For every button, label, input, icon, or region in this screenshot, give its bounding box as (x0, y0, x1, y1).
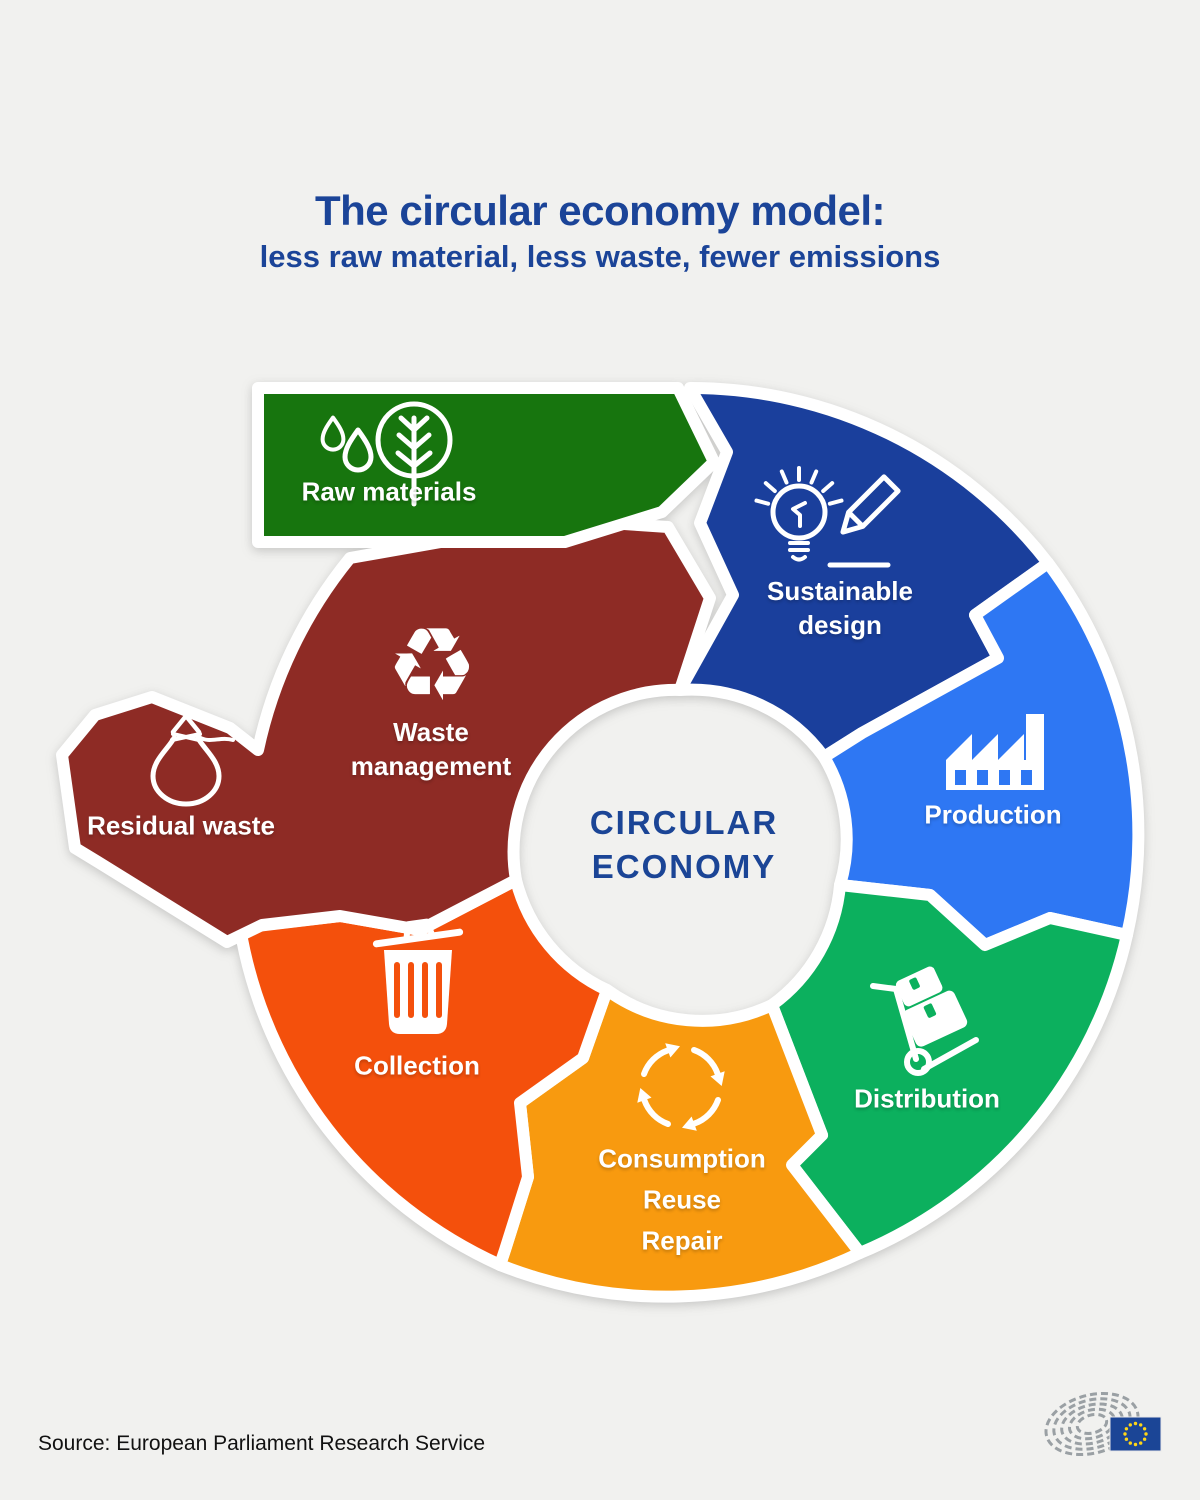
segment-waste-management-residual-waste (56, 514, 716, 948)
label-distribution: Distribution (854, 1083, 1000, 1114)
segment-distribution (766, 879, 1133, 1259)
title-line-1: The circular economy model: (315, 187, 886, 234)
eu-flag-icon (1109, 1416, 1162, 1452)
label-waste-management: Waste management (350, 717, 512, 781)
label-sustainable-design: Sustainable design (767, 576, 913, 640)
label-residual-waste: Residual waste (87, 810, 275, 841)
hand-truck-icon (870, 966, 979, 1076)
segment-raw-materials-banner (252, 382, 720, 548)
water-drops-and-tree-icon (323, 401, 453, 507)
label-consumption-reuse-repair: Consumption Reuse Repair (598, 1143, 766, 1256)
label-raw-materials: Raw materials (301, 476, 477, 507)
factory-icon (946, 714, 1044, 790)
title-line-2: less raw material, less waste, fewer emi… (259, 239, 941, 274)
label-production: Production (924, 799, 1062, 830)
center-label: CIRCULAR ECONOMY (589, 804, 779, 885)
trash-bin-icon (372, 918, 464, 1034)
label-collection: Collection (354, 1050, 480, 1081)
waste-bag-icon (150, 713, 235, 807)
segment-collection (234, 874, 613, 1271)
source-credit: Source: European Parliament Research Ser… (38, 1432, 486, 1455)
page-title: The circular economy model: less raw mat… (0, 186, 1200, 278)
lightbulb-and-pencil-icon (754, 466, 901, 568)
european-parliament-logo (1044, 1391, 1162, 1457)
recycle-icon: ♻ (386, 606, 477, 725)
